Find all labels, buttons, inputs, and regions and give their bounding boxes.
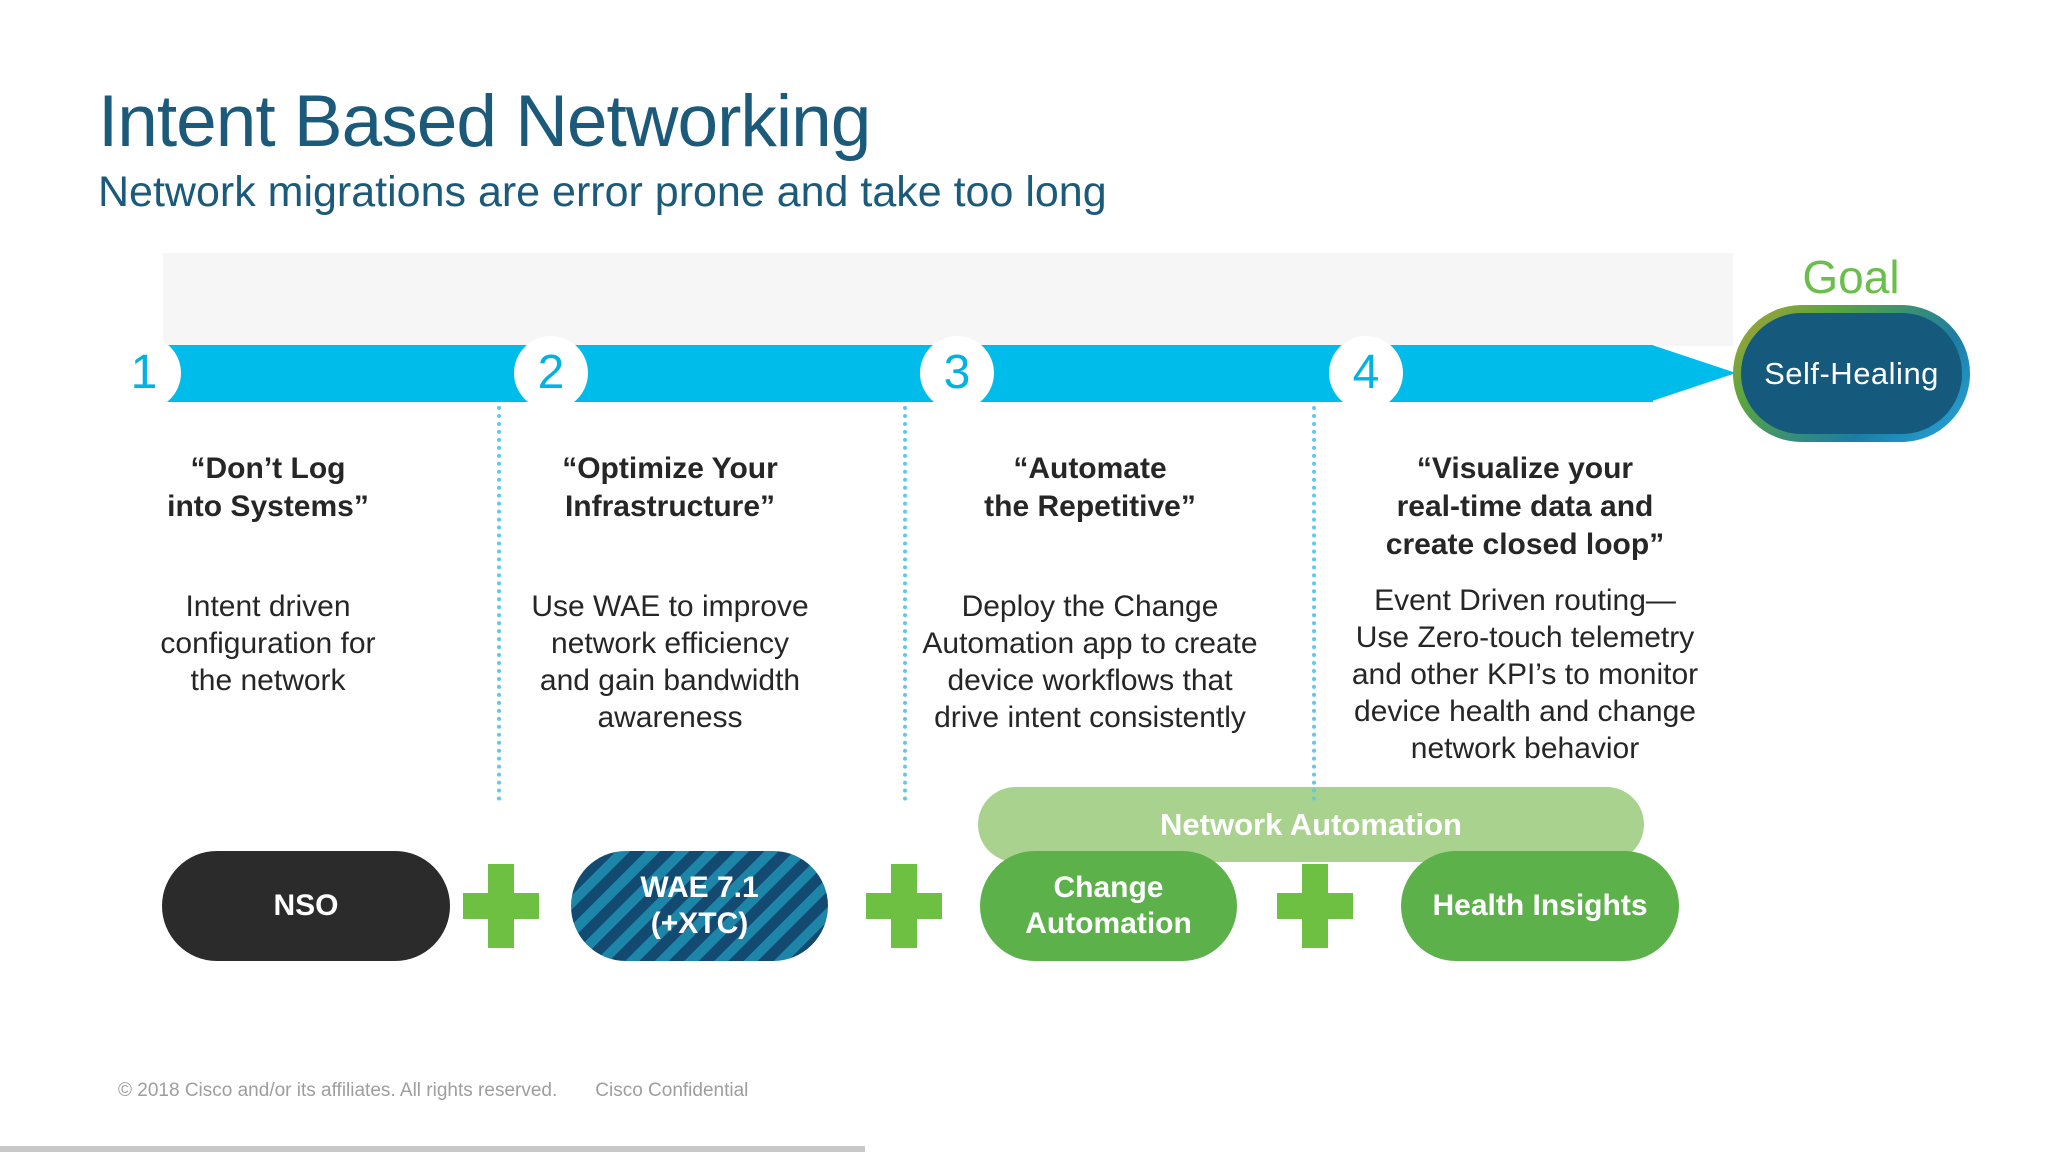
page-subtitle: Network migrations are error prone and t… (98, 168, 1107, 216)
step-1-quote: “Don’t Log into Systems” (167, 452, 369, 523)
banner-label: Network Automation (1160, 806, 1462, 842)
pill-nso-label: NSO (273, 889, 339, 922)
goal-badge-inner: Self-Healing (1741, 313, 1962, 434)
step-3-marker: 3 (920, 336, 994, 410)
divider-dotted-line (1312, 406, 1316, 801)
network-automation-banner: Network Automation (978, 787, 1644, 862)
step-4-quote: “Visualize your real-time data and creat… (1385, 452, 1665, 561)
pill-wae-label: WAE 7.1 (+XTC) (640, 871, 759, 940)
divider-dotted-line (903, 406, 907, 801)
timeline-backdrop (163, 253, 1733, 346)
plus-icon (866, 864, 942, 948)
pill-change-automation: Change Automation (980, 851, 1237, 961)
step-2-description: Use WAE to improve network efficiency an… (531, 590, 809, 734)
step-2-number: 2 (537, 346, 565, 399)
bottom-edge-strip (0, 1146, 865, 1152)
step-4-description: Event Driven routing— Use Zero-touch tel… (1351, 584, 1699, 765)
pill-change-automation-label: Change Automation (1025, 871, 1192, 940)
pill-wae: WAE 7.1 (+XTC) (571, 851, 828, 961)
timeline-arrowhead (1652, 345, 1736, 401)
pill-health-insights-label: Health Insights (1432, 889, 1648, 922)
divider-dotted-line (497, 406, 501, 801)
plus-icon (1277, 864, 1353, 948)
timeline-arrow-band (147, 345, 1653, 402)
goal-label: Goal (1802, 251, 1900, 303)
step-3-description: Deploy the Change Automation app to crea… (922, 590, 1258, 734)
page-title: Intent Based Networking (98, 81, 871, 162)
step-1-marker: 1 (107, 336, 181, 410)
pill-nso: NSO (162, 851, 450, 961)
footer: © 2018 Cisco and/or its affiliates. All … (118, 1080, 748, 1102)
pill-health-insights: Health Insights (1401, 851, 1679, 961)
step-2-quote: “Optimize Your Infrastructure” (562, 452, 778, 523)
step-4-marker: 4 (1329, 336, 1403, 410)
plus-icon (463, 864, 539, 948)
step-3-quote: “Automate the Repetitive” (984, 452, 1196, 523)
step-3-number: 3 (943, 346, 971, 399)
step-1-number: 1 (130, 346, 158, 399)
goal-badge: Self-Healing (1733, 305, 1970, 442)
footer-copyright: © 2018 Cisco and/or its affiliates. All … (118, 1080, 558, 1101)
step-1-description: Intent driven configuration for the netw… (160, 590, 376, 697)
footer-confidential: Cisco Confidential (595, 1080, 749, 1101)
step-4-number: 4 (1352, 346, 1380, 399)
step-2-marker: 2 (514, 336, 588, 410)
goal-badge-text: Self-Healing (1764, 355, 1939, 391)
